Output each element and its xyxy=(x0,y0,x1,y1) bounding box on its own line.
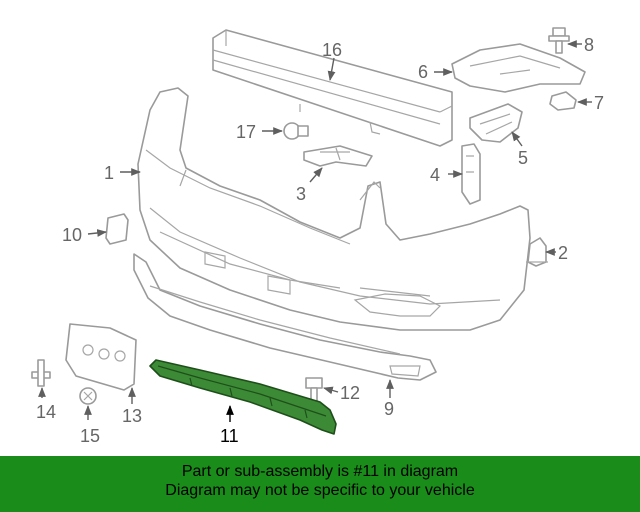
callout-6: 6 xyxy=(418,62,453,82)
callout-16: 16 xyxy=(322,40,342,81)
parts-diagram: 16 6 8 7 5 17 3 4 1 10 2 9 xyxy=(31,27,604,446)
svg-text:12: 12 xyxy=(340,383,360,403)
part-8-bolt xyxy=(548,27,570,54)
part-11-deflector-highlighted xyxy=(149,359,337,435)
callout-15: 15 xyxy=(80,405,100,446)
svg-text:13: 13 xyxy=(122,406,142,426)
svg-text:10: 10 xyxy=(62,225,82,245)
svg-text:6: 6 xyxy=(418,62,428,82)
svg-text:1: 1 xyxy=(104,163,114,183)
svg-text:16: 16 xyxy=(322,40,342,60)
svg-text:3: 3 xyxy=(296,184,306,204)
svg-text:11: 11 xyxy=(220,426,239,446)
part-17-bolt xyxy=(283,122,309,140)
callout-17: 17 xyxy=(236,122,283,142)
part-7-clip xyxy=(549,91,577,111)
callout-11: 11 xyxy=(220,405,239,446)
svg-text:15: 15 xyxy=(80,426,100,446)
part-15-screw xyxy=(79,387,97,405)
callout-12: 12 xyxy=(323,383,360,403)
banner-line-part: Part or sub-assembly is #11 in diagram xyxy=(181,463,459,480)
part-5-bracket xyxy=(469,103,523,143)
part-1-bumper-cover xyxy=(137,87,531,331)
part-4-bracket xyxy=(461,143,481,205)
callout-9: 9 xyxy=(384,379,394,419)
svg-text:9: 9 xyxy=(384,399,394,419)
banner-line-disclaimer: Diagram may not be specific to your vehi… xyxy=(165,482,475,499)
callout-8: 8 xyxy=(567,35,594,55)
part-10-clip xyxy=(105,213,129,245)
svg-text:4: 4 xyxy=(430,165,440,185)
callout-2: 2 xyxy=(545,243,568,263)
info-banner: Part or sub-assembly is #11 in diagram D… xyxy=(0,456,640,512)
callout-13: 13 xyxy=(122,387,142,426)
svg-text:17: 17 xyxy=(236,122,256,142)
part-9-lower-valance xyxy=(133,253,437,381)
part-6-bracket xyxy=(451,43,586,93)
svg-text:2: 2 xyxy=(558,243,568,263)
svg-text:14: 14 xyxy=(36,402,56,422)
callout-4: 4 xyxy=(430,165,463,185)
part-2-clip xyxy=(526,237,548,267)
callout-3: 3 xyxy=(296,167,323,204)
svg-text:8: 8 xyxy=(584,35,594,55)
callout-7: 7 xyxy=(577,93,604,113)
part-16-impact-bar xyxy=(212,29,453,147)
callout-5: 5 xyxy=(511,131,528,168)
callout-10: 10 xyxy=(62,225,107,245)
part-13-license-bracket xyxy=(65,323,137,391)
part-14-push-pin xyxy=(31,359,51,387)
svg-text:7: 7 xyxy=(594,93,604,113)
callout-1: 1 xyxy=(104,163,141,183)
callout-14: 14 xyxy=(36,387,56,422)
svg-text:5: 5 xyxy=(518,148,528,168)
part-3-bracket xyxy=(303,145,373,167)
